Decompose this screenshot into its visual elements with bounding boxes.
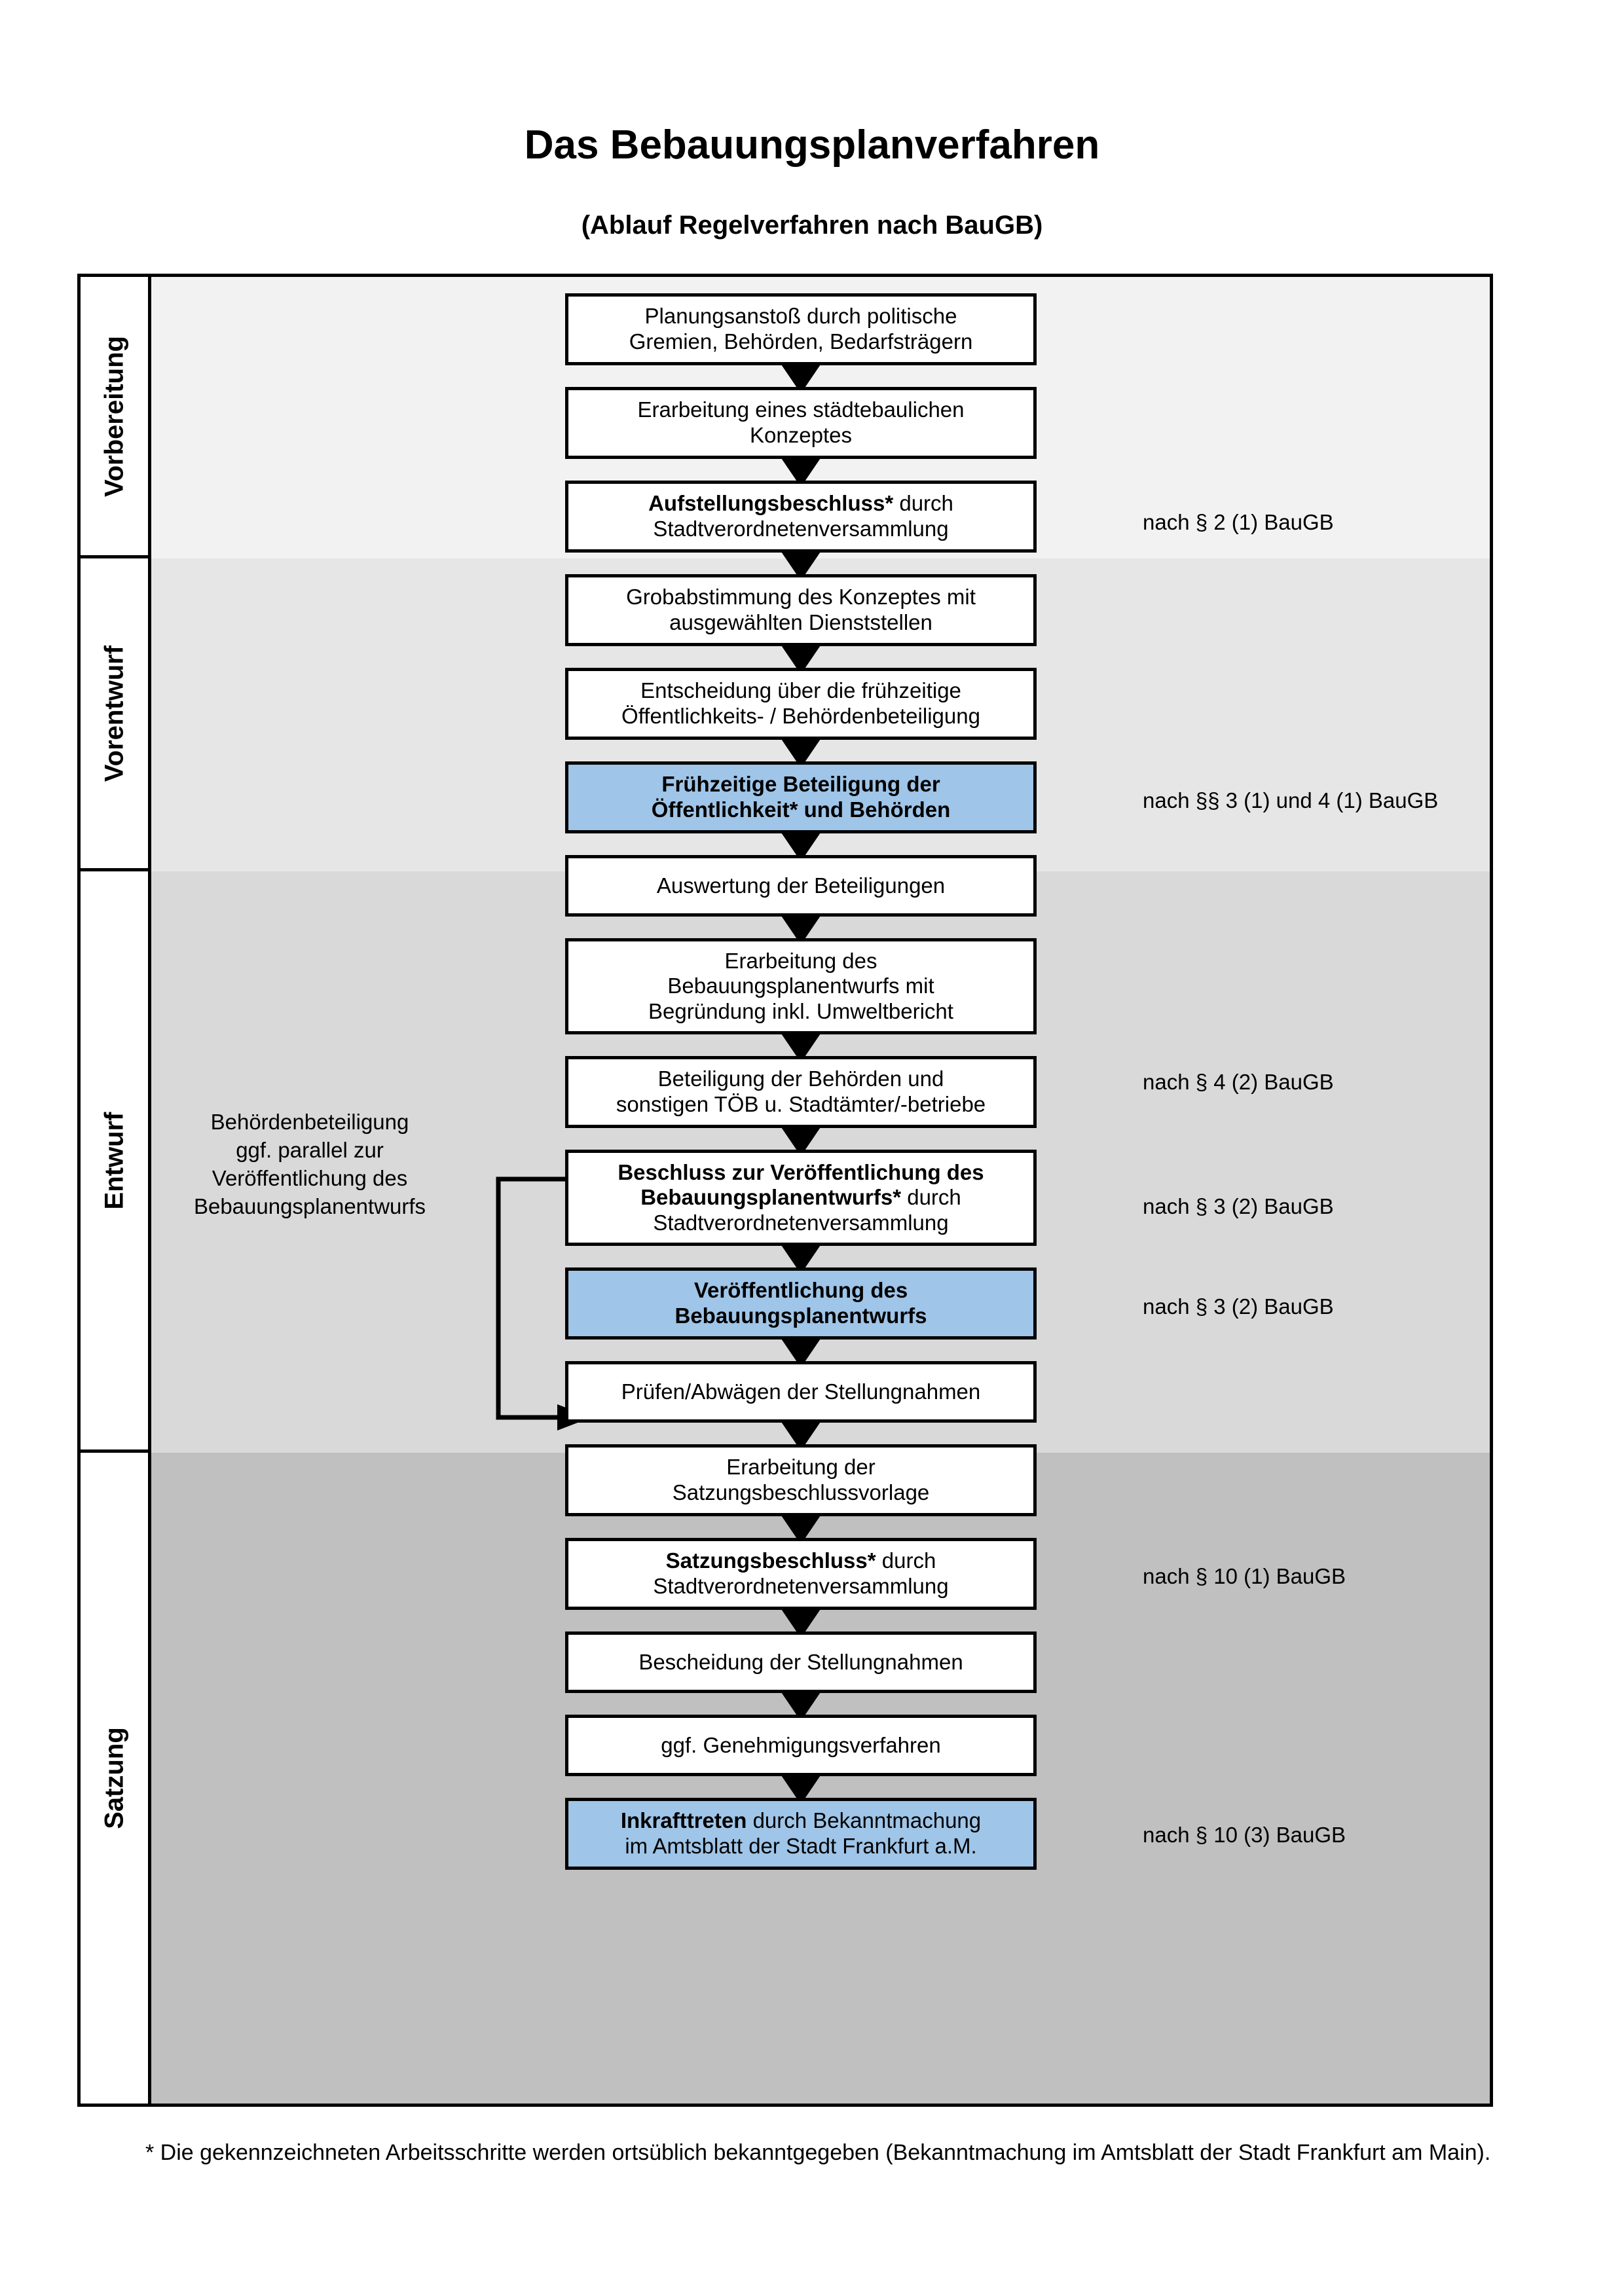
arrow-down-7 xyxy=(766,912,836,949)
node-auswertung[interactable]: Auswertung der Beteiligungen xyxy=(565,855,1037,917)
note-10-3: nach § 10 (3) BauGB xyxy=(1143,1823,1346,1847)
arrow-down-5 xyxy=(766,735,836,772)
note-3-2-a: nach § 3 (2) BauGB xyxy=(1143,1194,1334,1218)
node-text: Bescheidung der Stellungnahmen xyxy=(638,1649,963,1674)
arrow-down-15 xyxy=(766,1688,836,1725)
arrow-down-13 xyxy=(766,1512,836,1548)
arrow-down-9 xyxy=(766,1123,836,1160)
phase-label-entwurf: Entwurf xyxy=(100,1112,128,1209)
phase-satzung: Satzung xyxy=(81,1453,151,2104)
arrow-down-11 xyxy=(766,1335,836,1372)
note-10-1: nach § 10 (1) BauGB xyxy=(1143,1564,1346,1588)
arrow-down-16 xyxy=(766,1772,836,1808)
page-subtitle: (Ablauf Regelverfahren nach BauGB) xyxy=(581,211,1043,240)
node-text: Prüfen/Abwägen der Stellungnahmen xyxy=(621,1379,981,1404)
sidenote-line-4: Bebauungsplanentwurfs xyxy=(193,1194,426,1218)
arrow-down-10 xyxy=(766,1241,836,1278)
phase-vorbereitung: Vorbereitung xyxy=(81,277,151,558)
arrow-down-1 xyxy=(766,361,836,397)
phase-label-vorentwurf: Vorentwurf xyxy=(100,645,128,782)
phase-label-satzung: Satzung xyxy=(100,1727,128,1829)
arrow-down-4 xyxy=(766,642,836,678)
page-title: Das Bebauungsplanverfahren xyxy=(524,122,1100,168)
arrow-down-14 xyxy=(766,1605,836,1642)
arrow-down-2 xyxy=(766,454,836,491)
sidenote-line-2: ggf. parallel zur xyxy=(236,1137,384,1162)
node-bescheidung[interactable]: Bescheidung der Stellungnahmen xyxy=(565,1631,1037,1693)
phase-label-vorbereitung: Vorbereitung xyxy=(100,335,128,497)
note-3-1-4-1: nach §§ 3 (1) und 4 (1) BauGB xyxy=(1143,788,1439,812)
sidenote-line-3: Veröffentlichung des xyxy=(212,1165,408,1190)
flowchart-frame: Vorbereitung Vorentwurf Entwurf Satzung … xyxy=(77,274,1493,2107)
note-2-1: nach § 2 (1) BauGB xyxy=(1143,510,1334,534)
arrow-down-6 xyxy=(766,829,836,866)
sidenote-behoerdenbeteiligung: Behördenbeteiligung ggf. parallel zur Ve… xyxy=(172,1108,447,1221)
note-4-2: nach § 4 (2) BauGB xyxy=(1143,1070,1334,1094)
node-text: ggf. Genehmigungsverfahren xyxy=(661,1732,941,1757)
note-3-2-b: nach § 3 (2) BauGB xyxy=(1143,1294,1334,1319)
node-text: Auswertung der Beteiligungen xyxy=(656,873,946,898)
arrow-down-12 xyxy=(766,1418,836,1455)
arrow-down-8 xyxy=(766,1030,836,1066)
phase-entwurf: Entwurf xyxy=(81,871,151,1453)
arrow-down-3 xyxy=(766,548,836,585)
footnote: * Die gekennzeichneten Arbeitsschritte w… xyxy=(145,2140,1491,2165)
phase-vorentwurf: Vorentwurf xyxy=(81,558,151,871)
sidenote-line-1: Behördenbeteiligung xyxy=(210,1110,409,1134)
node-genehmigungsverfahren[interactable]: ggf. Genehmigungsverfahren xyxy=(565,1715,1037,1776)
node-pruefen-abwaegen[interactable]: Prüfen/Abwägen der Stellungnahmen xyxy=(565,1361,1037,1423)
